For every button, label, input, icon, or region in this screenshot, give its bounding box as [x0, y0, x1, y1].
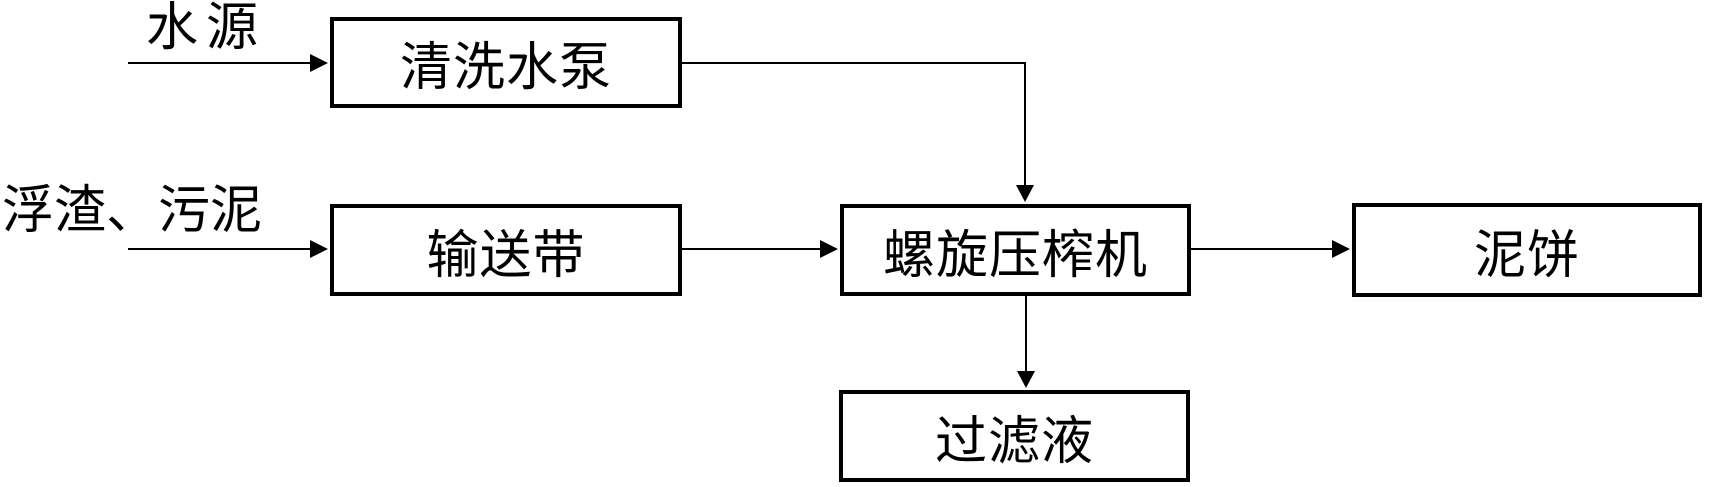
label-water-source: 水源	[146, 0, 267, 57]
arrow-conveyor-to-press	[680, 240, 838, 258]
arrow-scum-to-conveyor	[128, 240, 328, 258]
arrow-pump-to-press	[680, 62, 1034, 202]
node-conveyor-belt: 输送带	[330, 204, 682, 296]
node-cleaning-water-pump-label: 清洗水泵	[399, 40, 612, 97]
node-screw-press-label: 螺旋压榨机	[882, 227, 1148, 285]
arrow-press-to-cake	[1189, 240, 1350, 258]
arrow-water-to-pump	[128, 54, 328, 72]
node-conveyor-belt-label: 输送带	[426, 227, 586, 285]
arrow-press-to-filtrate	[1017, 294, 1035, 388]
node-mud-cake: 泥饼	[1352, 203, 1702, 297]
node-mud-cake-label: 泥饼	[1473, 227, 1580, 285]
node-cleaning-water-pump: 清洗水泵	[330, 17, 682, 108]
node-filtrate-label: 过滤液	[934, 413, 1094, 471]
label-scum-sludge: 浮渣、污泥	[2, 183, 263, 240]
node-filtrate: 过滤液	[839, 390, 1190, 482]
node-screw-press: 螺旋压榨机	[840, 204, 1191, 296]
